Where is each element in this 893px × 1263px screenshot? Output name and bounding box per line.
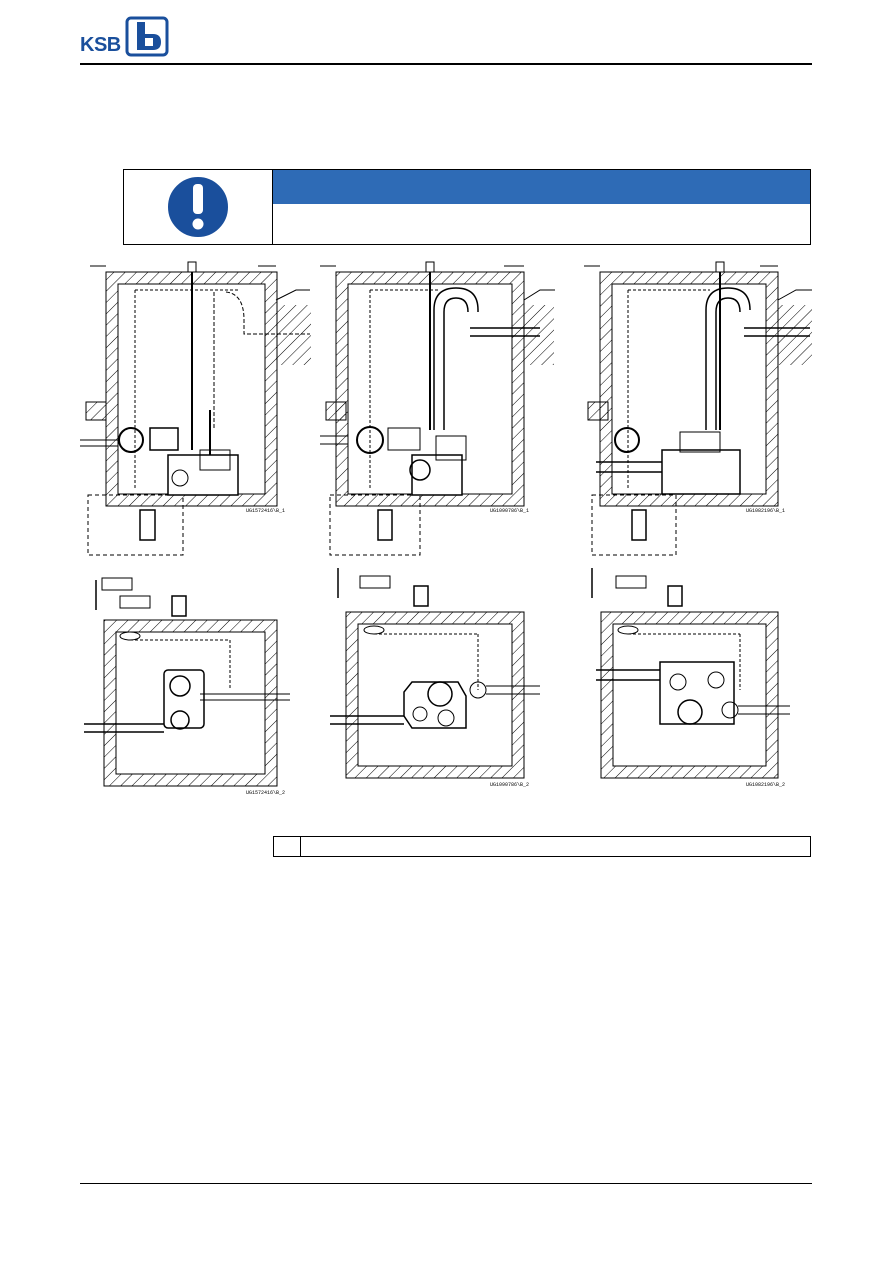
figure-id: UG1572416\B_1 [246, 508, 285, 514]
logo-mark-icon [125, 16, 169, 57]
figure-id: UG1082196\B_2 [746, 782, 785, 788]
figure-id: UG1082196\B_1 [746, 508, 785, 514]
drawing-plan-2: UG1090786\B_2 [330, 568, 540, 788]
notice-heading [273, 170, 810, 188]
figure-caption [273, 836, 811, 857]
ksb-logo: KSB [80, 16, 170, 58]
notice-heading-bar [273, 170, 810, 204]
notice-icon-cell [124, 170, 273, 244]
drawing-elevation-2: UG1090786\B_1 [320, 261, 555, 556]
logo-text: KSB [80, 34, 121, 56]
footer-rule [80, 1183, 812, 1184]
figure-id: UG1572416\B_2 [246, 790, 285, 796]
figure-id: UG1090786\B_2 [490, 782, 529, 788]
notice-box [123, 169, 811, 245]
drawing-plan-3: UG1082196\B_2 [591, 568, 790, 788]
drawing-elevation-3: UG1082196\B_1 [584, 261, 812, 556]
drawing-elevation-1: UG1572416\B_1 [80, 261, 311, 556]
installation-drawings: UG1572416\B_1 UG1090786\B_1 [80, 261, 812, 796]
drawing-plan-1: UG1572416\B_2 [84, 577, 290, 796]
header-rule [80, 63, 812, 65]
exclamation-mandatory-icon [166, 175, 230, 239]
figure-id: UG1090786\B_1 [490, 508, 529, 514]
caption-number [274, 837, 301, 856]
